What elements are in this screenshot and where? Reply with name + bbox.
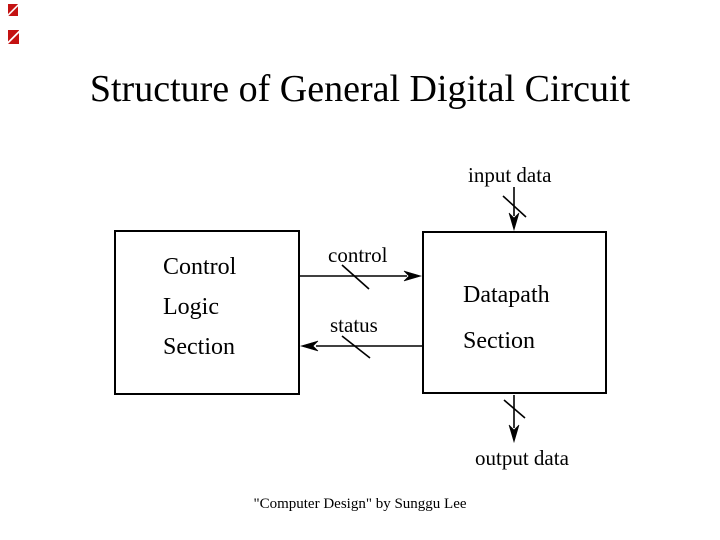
control-logic-section-box: Control Logic Section [114,230,300,395]
bus-slash-control [341,264,370,290]
box-line: Logic [163,294,219,320]
box-line: Section [463,328,535,354]
datapath-section-label: Datapath Section [463,272,550,364]
red-artifact-mark-top [8,4,18,16]
control-arrow [300,264,423,290]
control-wire-label: control [328,243,388,267]
output-data-arrow [503,395,526,444]
box-line: Datapath [463,282,550,308]
box-line: Control [163,254,237,280]
output-data-label: output data [475,446,569,470]
control-logic-section-label: Control Logic Section [163,247,236,367]
slide-caption: "Computer Design" by Sunggu Lee [253,496,467,512]
box-line: Section [163,334,235,360]
datapath-section-box: Datapath Section [422,231,607,394]
input-data-label: input data [468,163,552,187]
input-data-arrow [502,187,527,232]
bus-slash-input [502,195,527,218]
status-arrow [299,335,422,359]
slide-title: Structure of General Digital Circuit [89,68,631,110]
bus-slash-status [341,335,371,359]
bus-slash-output [503,399,526,419]
status-wire-label: status [330,313,378,337]
red-artifact-mark-bottom [8,30,19,44]
